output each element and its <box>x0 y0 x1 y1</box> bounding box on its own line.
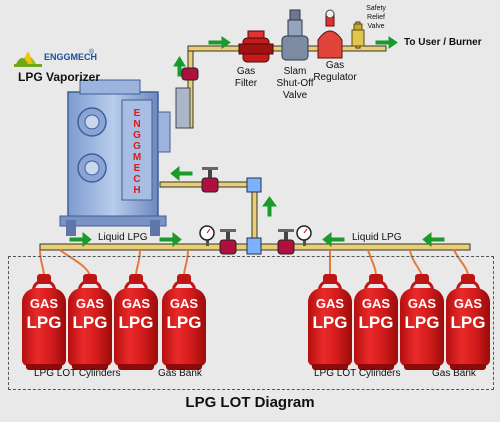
label-line: Valve <box>367 23 385 30</box>
cylinder-text-lpg: LPG <box>72 313 108 332</box>
label-line: Slam <box>283 66 307 77</box>
lpg-cylinder: GAS LPG <box>22 274 66 370</box>
side-letter: G <box>133 141 141 152</box>
liquid-lpg-left-label: Liquid LPG <box>98 232 148 243</box>
brand-registered: ® <box>89 49 95 56</box>
cylinder-text-lpg: LPG <box>26 313 62 332</box>
side-letter: C <box>133 174 141 185</box>
cylinder-text-lpg: LPG <box>404 313 440 332</box>
main-line-valve-left <box>219 229 237 255</box>
lpg-cylinder: GAS LPG <box>114 274 158 370</box>
slam-valve-label: Slam Shut-Off Valve <box>270 66 320 102</box>
label-line: Gas <box>236 66 256 77</box>
side-letter: E <box>133 163 141 174</box>
pressure-gauge-left-icon <box>199 225 215 246</box>
label-line: Shut-Off <box>276 78 314 89</box>
lpg-cylinder: GAS LPG <box>446 274 490 370</box>
slam-shutoff-valve-icon <box>281 9 309 61</box>
tee-junction <box>246 177 262 255</box>
outlet-label: To User / Burner <box>404 37 482 48</box>
left-gas-bank-label: Gas Bank <box>158 368 202 379</box>
cylinder-text-lpg: LPG <box>312 313 348 332</box>
side-letter: N <box>133 119 141 130</box>
side-letter: M <box>132 152 142 163</box>
cylinder-text-gas: GAS <box>315 296 345 311</box>
arrow-left-icon <box>422 231 445 248</box>
brand-name: ENGGMECH <box>44 52 98 62</box>
label-line: Valve <box>282 90 308 101</box>
right-cylinders-label: LPG LOT Cylinders <box>314 368 401 379</box>
main-line-valve-right <box>277 229 295 255</box>
left-cylinders-label: LPG LOT Cylinders <box>34 368 121 379</box>
cylinder-text-gas: GAS <box>29 296 59 311</box>
right-gas-bank-label: Gas Bank <box>432 368 476 379</box>
pressure-gauge-right-icon <box>296 225 312 246</box>
side-letter: E <box>133 108 141 119</box>
safety-relief-valve-icon <box>351 23 365 47</box>
flow-arrows <box>69 36 445 248</box>
cylinder-text-gas: GAS <box>361 296 391 311</box>
arrow-right-icon <box>69 231 92 248</box>
cylinder-text-lpg: LPG <box>450 313 486 332</box>
lpg-cylinder: GAS LPG <box>68 274 112 370</box>
label-line: Relief <box>367 14 385 21</box>
arrow-right-icon <box>159 231 182 248</box>
side-letter: G <box>133 130 141 141</box>
label-line: Safety <box>366 5 386 12</box>
lpg-cylinder: GAS LPG <box>162 274 206 370</box>
cylinder-text-lpg: LPG <box>166 313 202 332</box>
lpg-cylinder: GAS LPG <box>308 274 352 370</box>
cylinder-text-gas: GAS <box>75 296 105 311</box>
cylinder-text-gas: GAS <box>169 296 199 311</box>
outlet-valve-small <box>181 67 199 81</box>
gas-filter-label: Gas Filter <box>228 66 264 90</box>
cylinder-text-lpg: LPG <box>358 313 394 332</box>
label-line: Regulator <box>313 72 357 83</box>
gas-filter-icon <box>238 30 274 63</box>
cylinder-text-gas: GAS <box>121 296 151 311</box>
vaporizer-title: LPG Vaporizer <box>18 70 101 84</box>
arrow-up-icon <box>173 56 186 77</box>
side-letter: H <box>133 185 141 196</box>
label-line: Gas <box>325 60 345 71</box>
safety-valve-label: Safety Relief Valve <box>358 4 394 31</box>
lpg-cylinder: GAS LPG <box>354 274 398 370</box>
arrow-left-icon <box>322 231 345 248</box>
arrow-right-icon <box>375 36 398 49</box>
cylinder-text-gas: GAS <box>453 296 483 311</box>
feed-line-valve <box>201 167 219 193</box>
cylinder-text-gas: GAS <box>407 296 437 311</box>
gas-bank-frame <box>8 256 494 390</box>
liquid-lpg-right-label: Liquid LPG <box>352 232 402 243</box>
vaporizer-side-text: E N G G M E C H <box>126 108 148 196</box>
cylinder-text-lpg: LPG <box>118 313 154 332</box>
gas-regulator-icon <box>317 9 343 59</box>
label-line: Filter <box>234 78 258 89</box>
lpg-cylinder: GAS LPG <box>400 274 444 370</box>
arrow-right-icon <box>208 36 231 49</box>
lpg-vaporizer-unit <box>59 79 191 236</box>
diagram-title: LPG LOT Diagram <box>185 394 315 411</box>
arrow-left-icon <box>170 165 193 182</box>
arrow-up-icon <box>262 196 277 217</box>
gas-regulator-label: Gas Regulator <box>310 60 360 84</box>
enggmech-logo-icon <box>14 52 42 67</box>
